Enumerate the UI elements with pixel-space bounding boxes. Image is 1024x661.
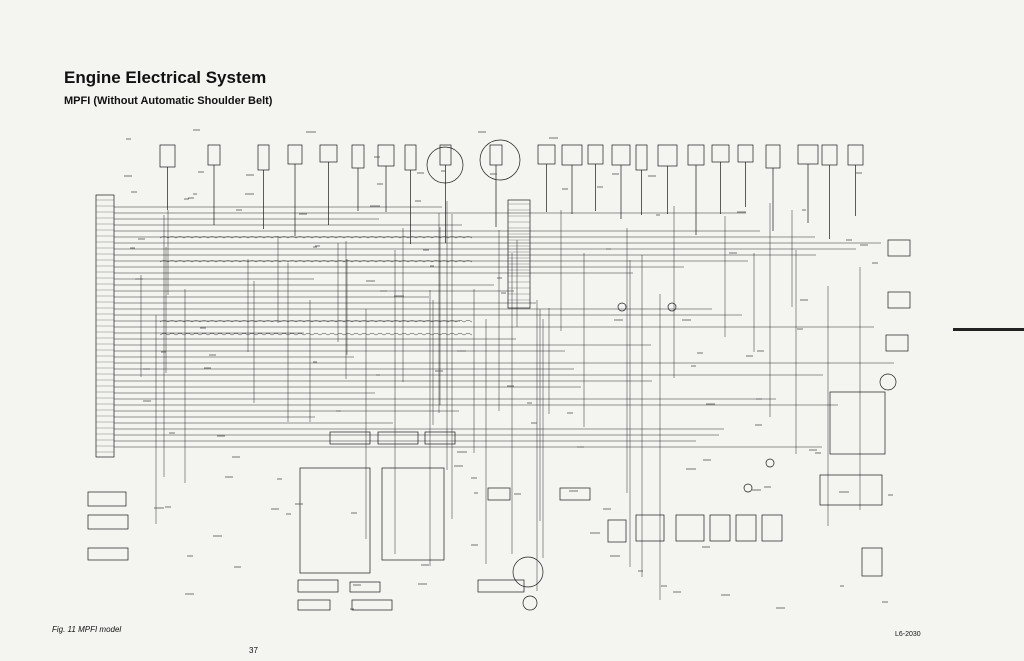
bottom-connector-box: [351, 599, 393, 611]
right-component-box: [829, 391, 886, 455]
component-box: [847, 144, 864, 166]
right-round-connector: [879, 373, 897, 391]
component-box: [351, 144, 365, 169]
component-box: [611, 144, 631, 166]
right-component-box: [887, 291, 911, 309]
component-box: [207, 144, 221, 166]
ground-symbol: [617, 302, 627, 312]
connector-legend-box: [87, 491, 127, 507]
bottom-connector-box: [349, 581, 381, 593]
connector-legend-box: [87, 514, 129, 530]
lower-connector-box: [299, 467, 371, 574]
shielded-wire: [159, 333, 473, 336]
component-box: [404, 144, 417, 171]
component-box: [635, 144, 648, 171]
ground-symbol: [667, 302, 677, 312]
component-box: [657, 144, 678, 167]
page-number: 37: [249, 646, 258, 655]
shielded-wire: [159, 260, 473, 263]
round-connector-20pin: [479, 139, 521, 181]
lower-connector-box: [559, 487, 591, 501]
right-component-box: [861, 547, 883, 577]
right-component-box: [819, 474, 883, 506]
lower-connector-box: [424, 431, 456, 445]
document-number: L6-2030: [895, 631, 921, 638]
lower-connector-box: [675, 514, 705, 542]
shielded-wire: [159, 320, 473, 323]
lower-connector-box: [635, 514, 665, 542]
component-box: [687, 144, 705, 166]
component-box: [711, 144, 730, 163]
component-box: [257, 144, 270, 171]
ground-symbol: [743, 483, 753, 493]
component-box: [561, 144, 583, 166]
component-box: [797, 144, 819, 165]
bottom-connector-box: [297, 599, 331, 611]
component-box: [439, 144, 452, 166]
section-tab-marker: [953, 328, 1024, 331]
lower-connector-box: [329, 431, 371, 445]
component-box: [159, 144, 176, 168]
lower-connector-box: [487, 487, 511, 501]
component-box: [319, 144, 338, 163]
lower-connector-box: [735, 514, 757, 542]
lower-connector-box: [381, 467, 445, 561]
round-connector-16pin: [426, 146, 464, 184]
component-box: [821, 144, 838, 166]
component-box: [737, 144, 754, 163]
right-component-box: [885, 334, 909, 352]
connector-legend-box: [87, 547, 129, 561]
bottom-connector-box: [477, 579, 525, 593]
right-component-box: [887, 239, 911, 257]
ground-connector: [522, 595, 538, 611]
figure-caption: Fig. 11 MPFI model: [52, 625, 122, 634]
component-box: [537, 144, 556, 165]
component-box: [587, 144, 604, 165]
lower-connector-box: [607, 519, 627, 543]
diagram-subtitle: MPFI (Without Automatic Shoulder Belt): [64, 95, 273, 107]
joint-connector: [507, 199, 531, 309]
lower-connector-box: [377, 431, 419, 445]
component-box: [765, 144, 781, 169]
lower-connector-box: [709, 514, 731, 542]
component-box: [377, 144, 395, 167]
page-title: Engine Electrical System: [64, 68, 267, 87]
bottom-connector-box: [297, 579, 339, 593]
distributor-connector: [512, 556, 544, 588]
lower-connector-box: [761, 514, 783, 542]
shielded-wire: [159, 236, 473, 239]
component-box: [287, 144, 303, 165]
ground-symbol: [765, 458, 775, 468]
component-box: [489, 144, 503, 166]
